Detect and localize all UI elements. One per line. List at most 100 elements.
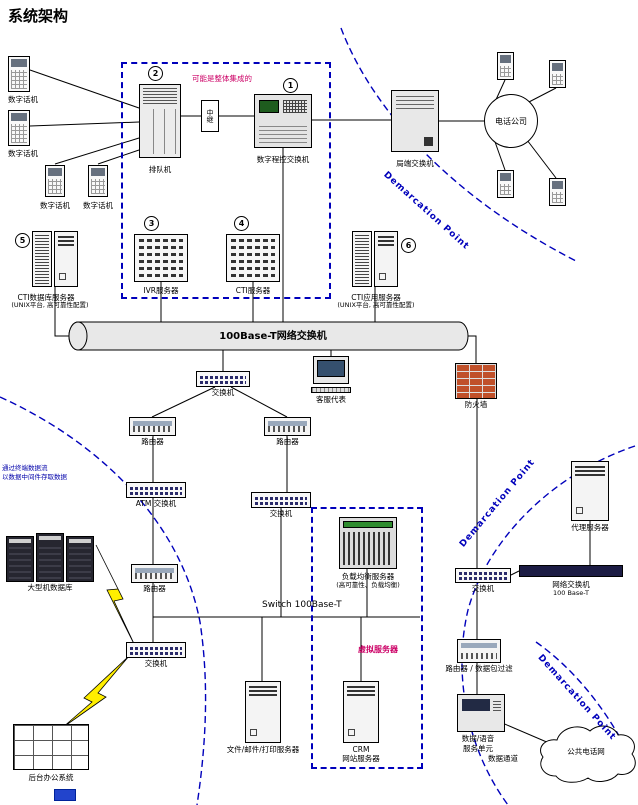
router-label: 路由器	[143, 584, 166, 593]
load-balancer-label: 负载均衡服务器	[341, 572, 395, 581]
network-switch-sublabel: 100 Base-T	[552, 589, 590, 597]
switch-label: 交换机	[269, 509, 293, 518]
telco-phone-icon	[549, 178, 566, 206]
back-office-label: 后台办公系统	[28, 773, 74, 782]
lightning-bolt-lower	[61, 655, 130, 729]
cloud-shape	[540, 725, 636, 783]
digital-phone-label: 数字话机	[40, 201, 70, 210]
backbone-cylinder	[68, 321, 469, 351]
page-title: 系统架构	[8, 7, 69, 25]
pbx-vents	[259, 125, 307, 143]
firewall-icon	[455, 363, 497, 399]
ivr-server-icon	[134, 234, 188, 282]
cti-db-rack-icon	[32, 231, 52, 287]
backbone-switch-label: 100Base-T网络交换机	[219, 331, 327, 342]
mainframe-cabinet-icon	[6, 536, 34, 582]
data-channel-label: 数据通道	[488, 754, 518, 763]
virtual-server-dashed-box	[311, 507, 423, 769]
agent-screen	[317, 360, 345, 377]
cti-server-icon	[226, 234, 280, 282]
digital-phone-label: 数字话机	[8, 149, 38, 158]
pbx-group-dashed-box	[121, 62, 331, 299]
proxy-server-label: 代理服务器	[571, 523, 609, 532]
router-icon	[264, 417, 311, 436]
badge-5: 5	[15, 233, 30, 248]
ivr-server-label: IVR服务器	[143, 286, 179, 295]
cti-db-label: CTI数据库服务器	[17, 293, 75, 302]
atm-switch-label: ATM 交换机	[135, 499, 177, 508]
data-voice-unit-label-line1: 数据/语音	[461, 734, 495, 743]
file-print-server-label: 文件/邮件/打印服务器	[226, 745, 300, 754]
cti-server-label: CTI服务器	[235, 286, 271, 295]
digital-phone-label: 数字话机	[8, 95, 38, 104]
telco-phone-icon	[497, 170, 514, 198]
lightning-bolt-upper	[95, 544, 137, 649]
firewall-label: 防火墙	[464, 400, 488, 409]
router-label: 路由器	[141, 437, 164, 446]
crm-server-label-line1: CRM	[352, 745, 370, 754]
cti-app-rack-icon	[352, 231, 372, 287]
terminal-dataflow-note-line2: 以数据中间件存取数据	[2, 473, 67, 481]
load-balancer-slots	[343, 532, 393, 565]
agent-label: 客服代表	[316, 395, 346, 404]
cti-app-tower-icon	[374, 231, 398, 287]
proxy-server-icon	[571, 461, 609, 521]
digital-pbx-icon	[254, 94, 312, 148]
digital-phone-icon	[8, 110, 30, 146]
badge-6: 6	[401, 238, 416, 253]
digital-phone-icon	[45, 165, 65, 197]
badge-4: 4	[234, 216, 249, 231]
network-switch-label: 网络交换机	[552, 580, 590, 589]
badge-2: 2	[148, 66, 163, 81]
badge-1: 1	[283, 78, 298, 93]
telco-phone-icon	[549, 60, 566, 88]
demarcation-arc-bottom	[535, 641, 632, 759]
router-label: 路由器	[276, 437, 299, 446]
switch-label: 交换机	[211, 388, 235, 397]
digital-phone-icon	[8, 56, 30, 92]
switch-label: 交换机	[144, 659, 168, 668]
digital-phone-icon	[88, 165, 108, 197]
digital-pbx-label: 数字程控交换机	[256, 155, 310, 164]
demarcation-arc-left	[0, 396, 207, 805]
badge-3: 3	[144, 216, 159, 231]
router-icon	[131, 564, 178, 583]
co-switch-label: 局端交换机	[396, 159, 434, 168]
mainframe-cabinet-icon	[66, 536, 94, 582]
cti-app-sublabel: (UNIX平台, 高可靠性配置)	[337, 301, 415, 309]
queue-machine-label: 排队机	[148, 165, 172, 174]
crm-server-label-line2: 网站服务器	[342, 754, 380, 763]
agent-keyboard-icon	[311, 387, 351, 393]
load-balancer-icon	[339, 517, 397, 569]
virtual-server-label: 虚拟服务器	[358, 645, 398, 654]
pbx-screen	[259, 100, 279, 113]
network-switch-bar-icon	[519, 565, 623, 577]
trunk-label: 中继	[206, 109, 214, 123]
demarcation-arc-top	[340, 27, 579, 263]
switch-icon	[126, 642, 186, 658]
switch-icon	[455, 568, 511, 583]
router-icon	[129, 417, 176, 436]
cti-db-sublabel: (UNIX平台, 高可靠性配置)	[11, 301, 89, 309]
connector-lines	[29, 69, 591, 747]
switch-icon	[251, 492, 311, 508]
telco-phone-icon	[497, 52, 514, 80]
queue-machine-icon	[139, 84, 181, 158]
digital-phone-label: 数字话机	[83, 201, 113, 210]
demarcation-arc-right	[461, 445, 636, 805]
load-balancer-screen	[343, 521, 393, 528]
switch-icon	[196, 371, 250, 387]
data-voice-unit-label-line2: 服务单元	[463, 744, 493, 753]
switch-label: 交换机	[471, 584, 495, 593]
terminal-dataflow-note-line1: 通过终端数据流	[2, 464, 48, 472]
data-voice-unit-icon	[457, 694, 505, 732]
file-print-server-icon	[245, 681, 281, 743]
integrated-note: 可能是整体集成的	[192, 74, 252, 83]
pstn-cloud-label: 公共电话网	[567, 747, 605, 756]
co-switch-icon	[391, 90, 439, 152]
telephone-company-circle: 电话公司	[484, 94, 538, 148]
router-packet-filter-label: 路由器 / 数据包过滤	[445, 664, 513, 673]
blue-marker	[54, 789, 76, 801]
